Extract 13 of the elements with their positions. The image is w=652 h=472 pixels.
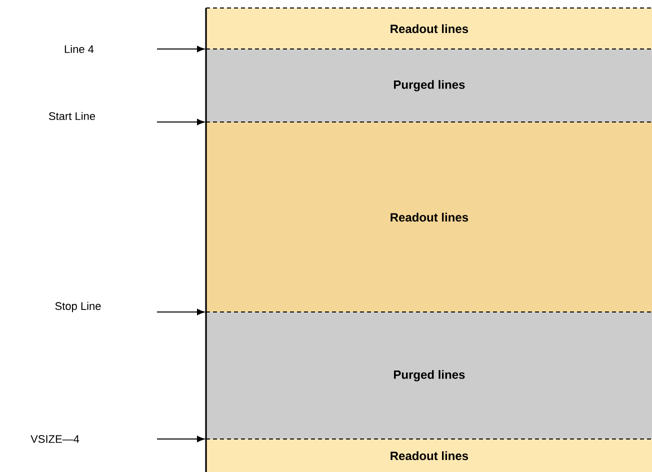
band: Readout lines (205, 8, 652, 50)
line-label: Stop Line (55, 302, 101, 312)
arrow (156, 118, 205, 126)
arrow (156, 436, 205, 442)
line-label: Start Line (48, 112, 96, 120)
band: Readout lines (205, 439, 652, 472)
arrow (156, 308, 205, 316)
band: Purged lines (205, 49, 652, 122)
line-label: Line 4 (64, 44, 94, 54)
band: Purged lines (205, 312, 652, 440)
band: Readout lines (205, 122, 652, 312)
arrow (156, 46, 205, 52)
line-label: VSIZE—4 (30, 435, 80, 443)
